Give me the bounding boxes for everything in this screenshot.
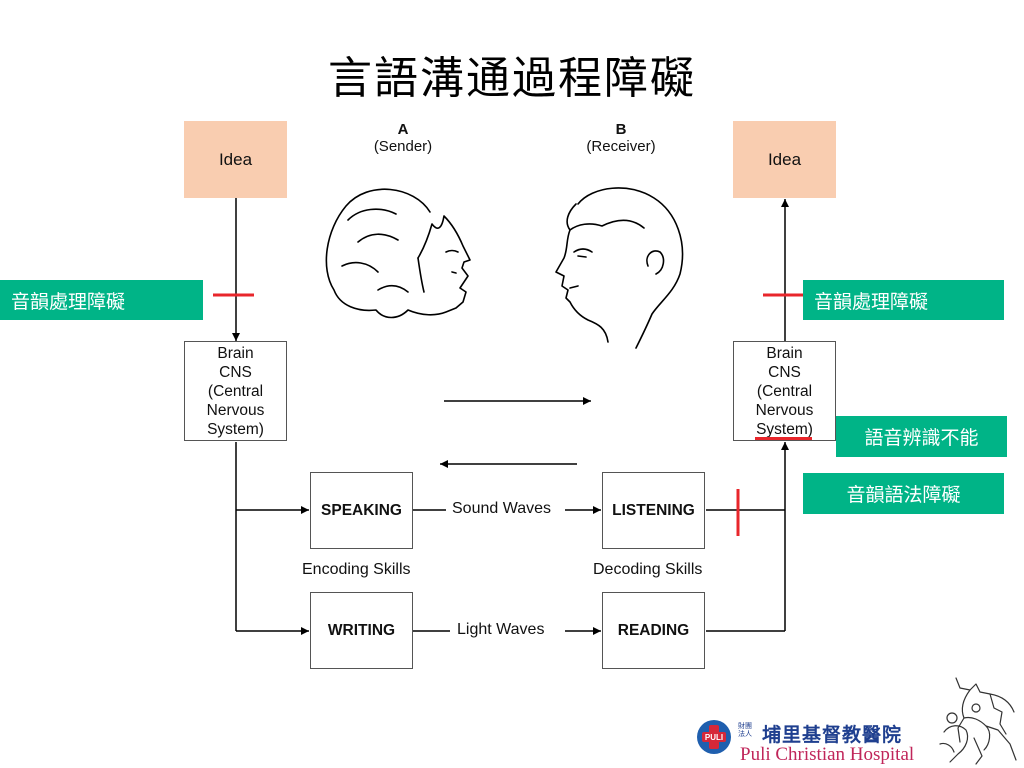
receiver-head-illustration (555, 187, 684, 349)
slide-title: 言語溝通過程障礙 (328, 53, 696, 104)
reading-label: READING (617, 621, 690, 639)
listening-label: LISTENING (612, 501, 695, 519)
tag-phonological-right: 音韻處理障礙 (803, 280, 1004, 320)
speaking-label: SPEAKING (321, 501, 402, 519)
sender-id: A (397, 121, 409, 138)
decoding-skills-label: Decoding Skills (589, 561, 707, 579)
brain-box-receiver: Brain CNS (Central Nervous System) (733, 341, 836, 441)
brain-label-sender: Brain CNS (Central Nervous System) (206, 344, 265, 438)
tag-speech-recognition-text: 語音辨識不能 (864, 427, 979, 449)
logo-org-small: 財團 法人 (738, 723, 752, 738)
writing-box: WRITING (310, 592, 413, 669)
logo-name-en: Puli Christian Hospital (740, 744, 915, 765)
system-underline-mark (755, 437, 812, 440)
receiver-id: B (615, 121, 627, 138)
hospital-logo-mark: PULI (696, 719, 732, 755)
hospital-cross-icon: PULI (697, 720, 731, 754)
sound-waves-label: Sound Waves (448, 500, 556, 518)
receiver-role: (Receiver) (586, 138, 656, 155)
tag-phonological-right-text: 音韻處理障礙 (814, 290, 929, 313)
brain-label-receiver: Brain CNS (Central Nervous System) (755, 344, 814, 438)
listening-box: LISTENING (602, 472, 705, 549)
idea-box-sender: Idea (184, 121, 287, 198)
idea-label-receiver: Idea (767, 149, 802, 169)
logo-name-cn: 埔里基督教醫院 (762, 724, 903, 746)
receiver-label: B (Receiver) (571, 121, 671, 155)
tag-speech-recognition: 語音辨識不能 (836, 416, 1007, 457)
tag-phonological-left-text: 音韻處理障礙 (11, 290, 126, 313)
idea-label-sender: Idea (218, 149, 253, 169)
reading-box: READING (602, 592, 705, 669)
tag-phono-syntax-text: 音韻語法障礙 (846, 484, 961, 506)
sender-role: (Sender) (373, 138, 433, 155)
encoding-skills-label: Encoding Skills (298, 561, 415, 579)
idea-box-receiver: Idea (733, 121, 836, 198)
tag-phonological-left: 音韻處理障礙 (0, 280, 203, 320)
brain-box-sender: Brain CNS (Central Nervous System) (184, 341, 287, 441)
tag-phono-syntax: 音韻語法障礙 (803, 473, 1004, 514)
speaking-box: SPEAKING (310, 472, 413, 549)
sender-head-illustration (325, 188, 471, 319)
decorative-figure-drawing (939, 677, 1017, 765)
logo-badge-text: PULI (705, 733, 723, 742)
light-waves-label: Light Waves (453, 621, 549, 639)
sender-label: A (Sender) (353, 121, 453, 155)
writing-label: WRITING (327, 621, 396, 639)
